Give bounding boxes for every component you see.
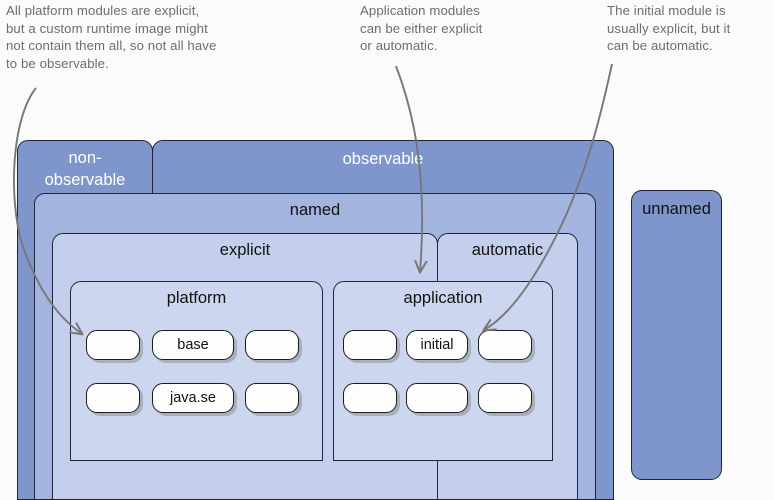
region-non-observable-label: non- observable (44, 149, 126, 189)
module-pill[interactable]: java.se (152, 383, 234, 413)
region-unnamed-label: unnamed (642, 200, 711, 218)
group-platform[interactable]: platform (70, 281, 323, 461)
note-platform: All platform modules are explicit, but a… (6, 3, 217, 71)
note-application: Application modules can be either explic… (360, 3, 483, 54)
module-pill[interactable] (86, 330, 140, 360)
region-explicit-label: explicit (219, 241, 271, 259)
group-platform-label: platform (166, 289, 227, 307)
module-pill[interactable] (245, 330, 299, 360)
note-initial: The initial module is usually explicit, … (607, 3, 731, 54)
module-pill[interactable]: initial (406, 330, 468, 360)
module-pill[interactable] (343, 383, 397, 413)
module-pill[interactable] (406, 383, 468, 413)
module-pill[interactable]: base (152, 330, 234, 360)
group-application-label: application (403, 289, 483, 307)
region-automatic-label: automatic (471, 241, 544, 259)
module-pill[interactable] (245, 383, 299, 413)
module-pill[interactable] (478, 330, 532, 360)
region-observable-label: observable (342, 150, 424, 168)
region-named-label: named (289, 201, 341, 219)
module-pill[interactable] (478, 383, 532, 413)
region-unnamed[interactable]: unnamed (631, 190, 722, 480)
module-pill[interactable] (343, 330, 397, 360)
group-application[interactable]: application (333, 281, 553, 461)
module-pill[interactable] (86, 383, 140, 413)
